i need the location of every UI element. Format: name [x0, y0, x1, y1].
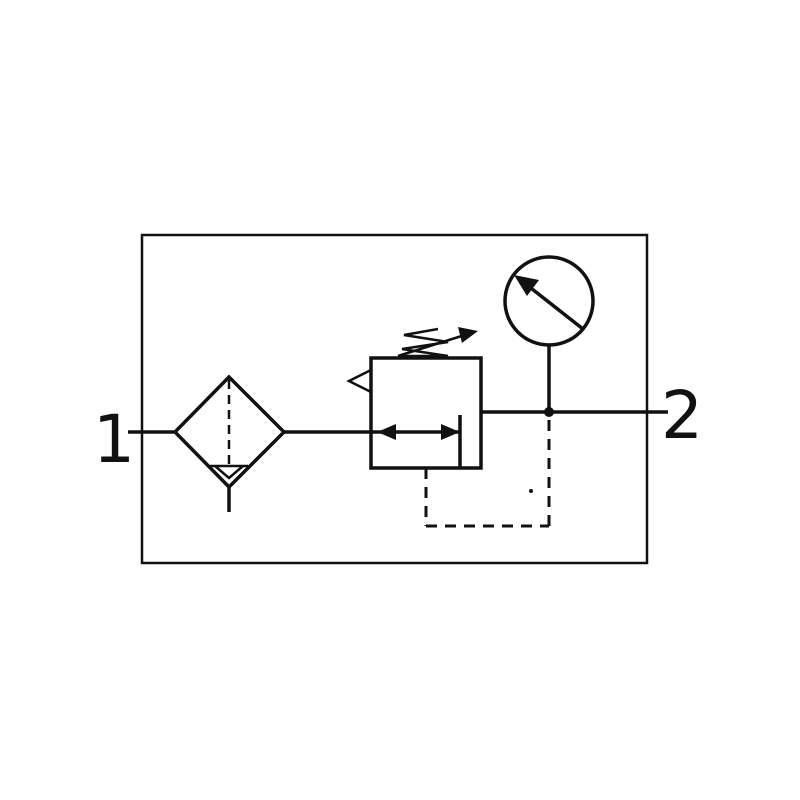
inlet-port-label: 1 — [93, 401, 135, 478]
filter-icon — [172, 374, 287, 512]
adjust-arrow-icon — [397, 332, 469, 358]
pressure-gauge-icon — [503, 255, 595, 412]
outlet-port-label: 2 — [661, 377, 703, 454]
pilot-line — [424, 412, 551, 528]
unit-enclosure — [140, 233, 649, 565]
regulator-icon — [346, 327, 483, 470]
spring-icon — [398, 327, 449, 358]
